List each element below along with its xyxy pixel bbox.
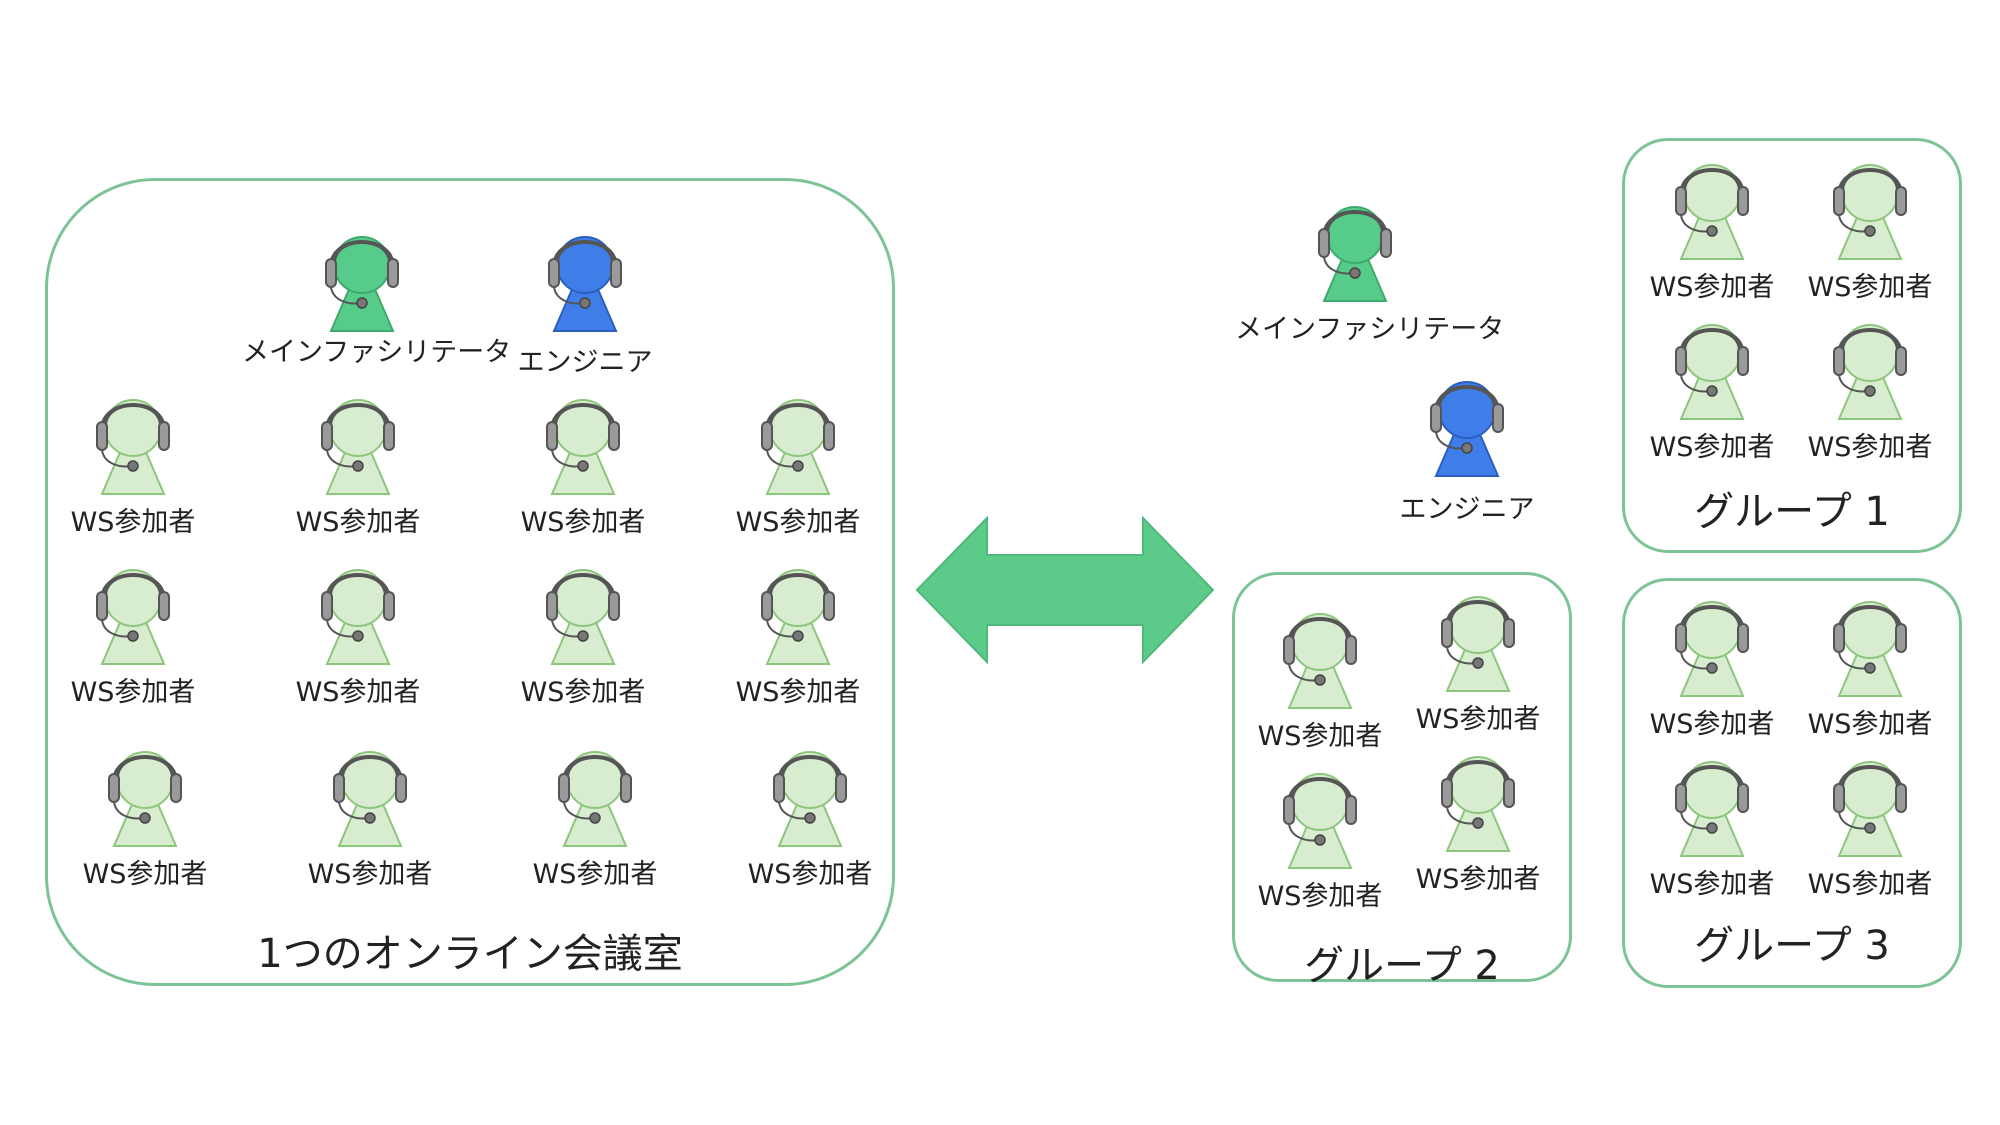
main-participant: WS参加者 — [290, 740, 450, 890]
main-participant: WS参加者 — [278, 558, 438, 708]
headset-person-icon — [1283, 613, 1357, 709]
person-label: WS参加者 — [1415, 864, 1541, 895]
main-participant: WS参加者 — [503, 558, 663, 708]
main-participant: WS参加者 — [65, 740, 225, 890]
person-label: エンジニア — [1399, 494, 1535, 525]
headset-person-icon — [1833, 164, 1907, 260]
person-label: WS参加者 — [1649, 432, 1775, 463]
person-label: WS参加者 — [735, 507, 861, 538]
headset-person-icon — [1833, 601, 1907, 697]
headset-person-icon — [1675, 164, 1749, 260]
main-participant: WS参加者 — [718, 558, 878, 708]
headset-person-icon — [1441, 596, 1515, 692]
headset-person-icon — [325, 236, 399, 332]
person-label: WS参加者 — [1649, 869, 1775, 900]
group-3-participant: WS参加者 — [1632, 750, 1792, 900]
headset-person-icon — [1833, 324, 1907, 420]
group-1-participant: WS参加者 — [1632, 153, 1792, 303]
group-2-participant: WS参加者 — [1398, 745, 1558, 895]
headset-person-icon — [761, 569, 835, 665]
headset-person-icon — [761, 399, 835, 495]
person-label: メインファシリテータ — [242, 337, 512, 368]
main-room-title: 1つのオンライン会議室 — [257, 931, 683, 977]
group-1-participant: WS参加者 — [1790, 153, 1950, 303]
group-2-title: グループ 2 — [1304, 943, 1500, 989]
breakout-facilitator: メインファシリテータ — [1235, 195, 1504, 345]
person-label: WS参加者 — [1807, 869, 1933, 900]
double-arrow-icon — [915, 515, 1215, 665]
group-3-title: グループ 3 — [1694, 923, 1890, 969]
headset-person-icon — [548, 236, 622, 332]
group-3-participant: WS参加者 — [1632, 590, 1792, 740]
group-1-participant: WS参加者 — [1790, 313, 1950, 463]
headset-person-icon — [321, 569, 395, 665]
main-participant: WS参加者 — [515, 740, 675, 890]
headset-person-icon — [333, 751, 407, 847]
main-participant: WS参加者 — [278, 388, 438, 538]
person-label: WS参加者 — [532, 859, 658, 890]
main-participant: WS参加者 — [503, 388, 663, 538]
person-label: WS参加者 — [1649, 272, 1775, 303]
main-room-engineer: エンジニア — [505, 225, 665, 378]
person-label: WS参加者 — [1415, 704, 1541, 735]
person-label: WS参加者 — [295, 507, 421, 538]
headset-person-icon — [773, 751, 847, 847]
main-participant: WS参加者 — [730, 740, 890, 890]
group-3-participant: WS参加者 — [1790, 750, 1950, 900]
person-label: エンジニア — [517, 347, 653, 378]
person-label: WS参加者 — [747, 859, 873, 890]
headset-person-icon — [1283, 773, 1357, 869]
person-label: WS参加者 — [1807, 432, 1933, 463]
person-label: WS参加者 — [295, 677, 421, 708]
person-label: WS参加者 — [1807, 709, 1933, 740]
breakout-engineer: エンジニア — [1387, 370, 1547, 525]
group-1-participant: WS参加者 — [1632, 313, 1792, 463]
group-2-participant: WS参加者 — [1240, 762, 1400, 912]
group-1-title: グループ 1 — [1694, 489, 1890, 535]
person-label: WS参加者 — [70, 507, 196, 538]
headset-person-icon — [321, 399, 395, 495]
main-participant: WS参加者 — [53, 388, 213, 538]
headset-person-icon — [1833, 761, 1907, 857]
person-label: WS参加者 — [1807, 272, 1933, 303]
headset-person-icon — [1675, 761, 1749, 857]
group-3-participant: WS参加者 — [1790, 590, 1950, 740]
headset-person-icon — [546, 399, 620, 495]
headset-person-icon — [1318, 206, 1392, 302]
person-label: メインファシリテータ — [1235, 314, 1505, 345]
person-label: WS参加者 — [520, 507, 646, 538]
headset-person-icon — [96, 399, 170, 495]
main-participant: WS参加者 — [718, 388, 878, 538]
person-label: WS参加者 — [735, 677, 861, 708]
person-label: WS参加者 — [307, 859, 433, 890]
headset-person-icon — [558, 751, 632, 847]
main-meeting-room: 1つのオンライン会議室 — [45, 178, 895, 986]
headset-person-icon — [96, 569, 170, 665]
person-label: WS参加者 — [1257, 881, 1383, 912]
headset-person-icon — [1430, 381, 1504, 477]
headset-person-icon — [1675, 324, 1749, 420]
headset-person-icon — [1675, 601, 1749, 697]
person-label: WS参加者 — [1257, 721, 1383, 752]
group-1-room: グループ 1 — [1622, 138, 1962, 553]
person-label: WS参加者 — [1649, 709, 1775, 740]
headset-person-icon — [546, 569, 620, 665]
main-participant: WS参加者 — [53, 558, 213, 708]
group-2-participant: WS参加者 — [1240, 602, 1400, 752]
main-room-facilitator: メインファシリテータ — [242, 225, 511, 375]
headset-person-icon — [1441, 756, 1515, 852]
person-label: WS参加者 — [70, 677, 196, 708]
person-label: WS参加者 — [82, 859, 208, 890]
headset-person-icon — [108, 751, 182, 847]
group-2-participant: WS参加者 — [1398, 585, 1558, 735]
person-label: WS参加者 — [520, 677, 646, 708]
